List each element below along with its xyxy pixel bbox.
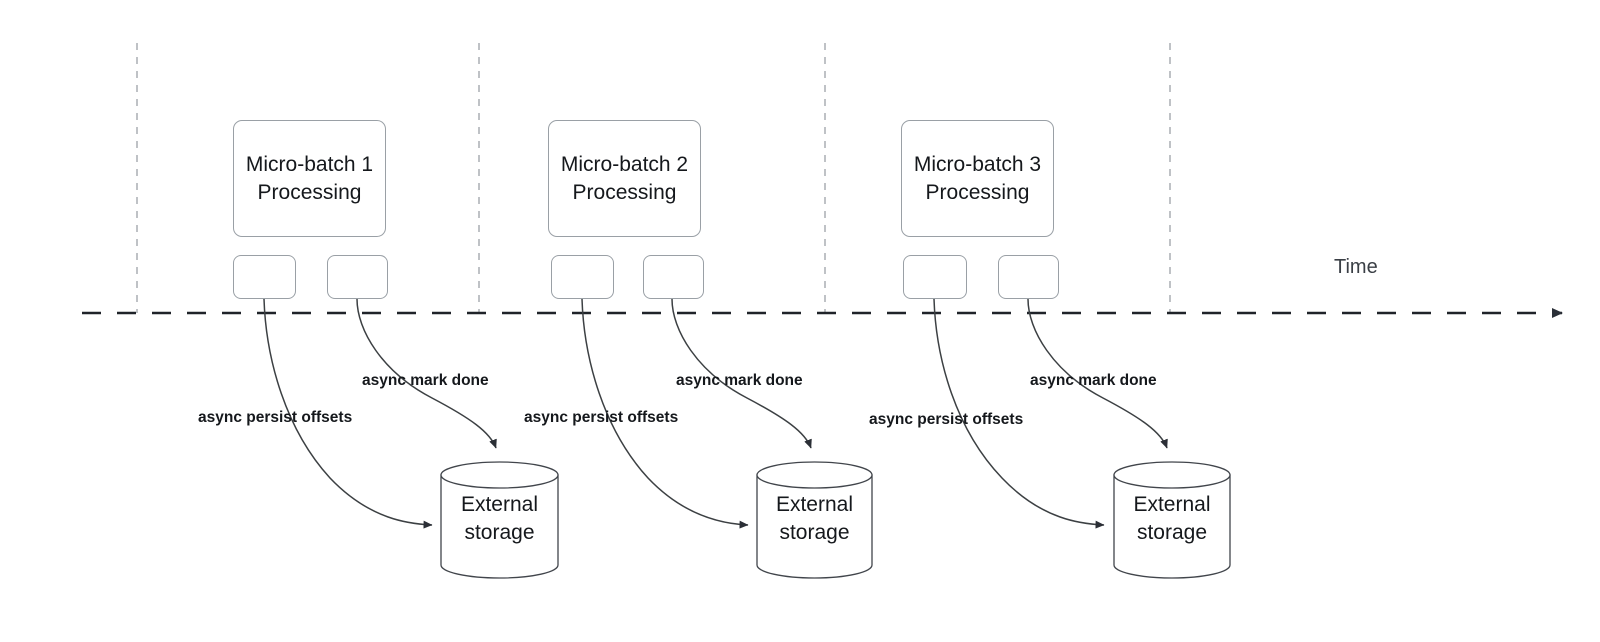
edge-async-persist-offsets-2 (581, 298, 749, 529)
cylinder-body-2 (756, 474, 873, 579)
task-box-micro-batch-2-right[interactable] (643, 255, 704, 299)
process-box-micro-batch-1[interactable]: Micro-batch 1 Processing (233, 120, 386, 237)
edge-label-persist-offsets-1: async persist offsets (198, 409, 353, 426)
edge-label-mark-done-2: async mark done (676, 372, 803, 389)
cylinder-top-2 (756, 461, 873, 489)
edge-group (263, 298, 1168, 529)
storage-cylinder-1 (440, 461, 559, 579)
task-box-micro-batch-1-left[interactable] (233, 255, 296, 299)
edge-label-persist-offsets-2: async persist offsets (524, 409, 679, 426)
timeline-tick-group (136, 43, 1171, 313)
task-box-micro-batch-3-right[interactable] (998, 255, 1059, 299)
edge-label-mark-done-3: async mark done (1030, 372, 1157, 389)
storage-cylinder-2 (756, 461, 873, 579)
timeline-axis-label: Time (1334, 256, 1378, 278)
edge-async-persist-offsets-3 (933, 298, 1105, 529)
edge-async-mark-done-1 (356, 298, 497, 449)
edge-label-mark-done-1: async mark done (362, 372, 489, 389)
edge-label-persist-offsets-3: async persist offsets (869, 411, 1024, 428)
cylinder-body-3 (1113, 474, 1231, 579)
edge-async-persist-offsets-1 (263, 298, 433, 529)
cylinder-top-1 (440, 461, 559, 489)
task-box-micro-batch-2-left[interactable] (551, 255, 614, 299)
task-box-micro-batch-1-right[interactable] (327, 255, 388, 299)
cylinder-body-1 (440, 474, 559, 579)
edge-async-mark-done-3 (1027, 298, 1168, 449)
cylinder-top-3 (1113, 461, 1231, 489)
edge-async-mark-done-2 (671, 298, 812, 449)
storage-cylinder-group (440, 461, 1231, 579)
process-box-micro-batch-3[interactable]: Micro-batch 3 Processing (901, 120, 1054, 237)
task-box-micro-batch-3-left[interactable] (903, 255, 967, 299)
process-box-micro-batch-2[interactable]: Micro-batch 2 Processing (548, 120, 701, 237)
storage-cylinder-3 (1113, 461, 1231, 579)
